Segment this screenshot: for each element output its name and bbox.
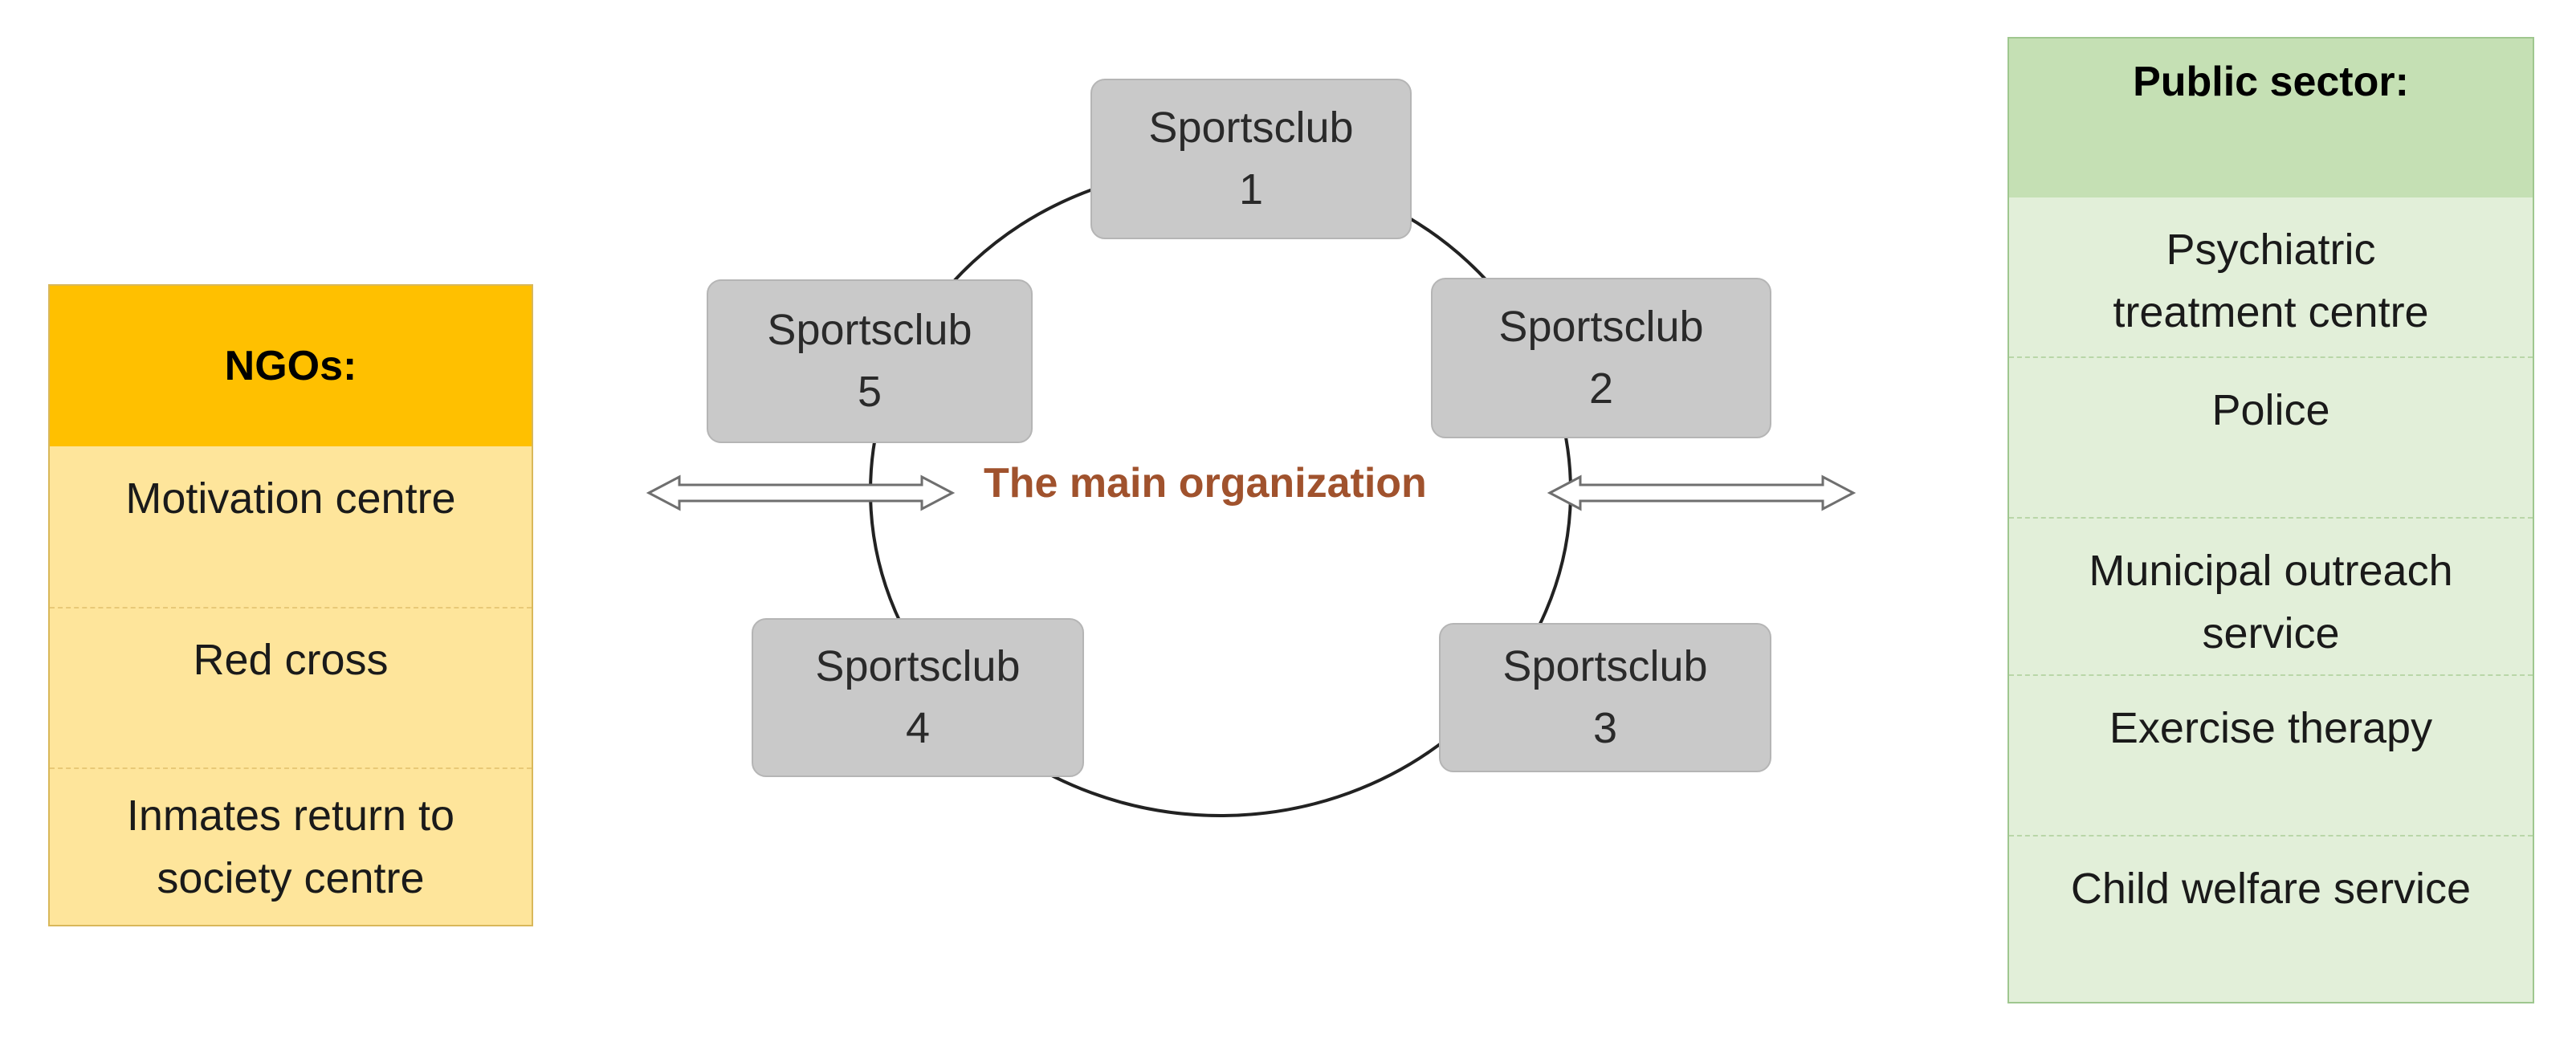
ngo-item-line: Inmates return to (126, 791, 455, 840)
ngo-item-line: society centre (157, 854, 425, 902)
public-sector-title: Public sector: (2009, 39, 2533, 197)
ngo-item: Red cross (50, 607, 532, 767)
right-double-arrow-icon (1547, 474, 1857, 511)
public-sector-item-line: Child welfare service (2070, 865, 2472, 913)
club-number: 5 (857, 368, 882, 416)
public-sector-item: Municipal outreach service (2009, 517, 2533, 674)
sportsclub-4: Sportsclub 4 (752, 618, 1084, 777)
club-number: 2 (1588, 364, 1614, 413)
club-number: 1 (1238, 165, 1264, 214)
sportsclub-3: Sportsclub 3 (1439, 623, 1771, 772)
sportsclub-1: Sportsclub 1 (1090, 79, 1412, 239)
public-sector-item-line: treatment centre (2113, 288, 2429, 337)
public-sector-item: Police (2009, 356, 2533, 517)
public-sector-item: Child welfare service (2009, 835, 2533, 1002)
public-sector-item-line: Psychiatric (2166, 226, 2376, 274)
ngo-item: Motivation centre (50, 446, 532, 607)
club-name: Sportsclub (1148, 104, 1354, 153)
club-name: Sportsclub (1502, 642, 1708, 691)
public-sector-item-line: service (2202, 609, 2340, 658)
main-organization-label: The main organization (984, 460, 1427, 507)
sportsclub-2: Sportsclub 2 (1431, 278, 1771, 438)
club-number: 4 (905, 704, 931, 752)
club-name: Sportsclub (767, 306, 972, 355)
ngo-item: Inmates return to society centre (50, 767, 532, 925)
public-sector-item-line: Police (2211, 386, 2330, 434)
club-name: Sportsclub (1498, 303, 1704, 352)
ngo-item-line: Red cross (193, 635, 389, 684)
club-number: 3 (1592, 704, 1618, 752)
ngo-panel: NGOs: Motivation centre Red cross Inmate… (48, 284, 533, 926)
sportsclub-5: Sportsclub 5 (707, 279, 1033, 443)
ngo-item-line: Motivation centre (125, 474, 456, 523)
left-double-arrow-icon (646, 474, 956, 511)
public-sector-item-line: Exercise therapy (2109, 704, 2433, 752)
public-sector-item-line: Municipal outreach (2089, 547, 2453, 595)
public-sector-panel: Public sector: Psychiatric treatment cen… (2007, 37, 2534, 1003)
public-sector-item: Psychiatric treatment centre (2009, 197, 2533, 356)
public-sector-item: Exercise therapy (2009, 674, 2533, 835)
ngo-panel-title: NGOs: (50, 286, 532, 446)
club-name: Sportsclub (815, 642, 1021, 691)
